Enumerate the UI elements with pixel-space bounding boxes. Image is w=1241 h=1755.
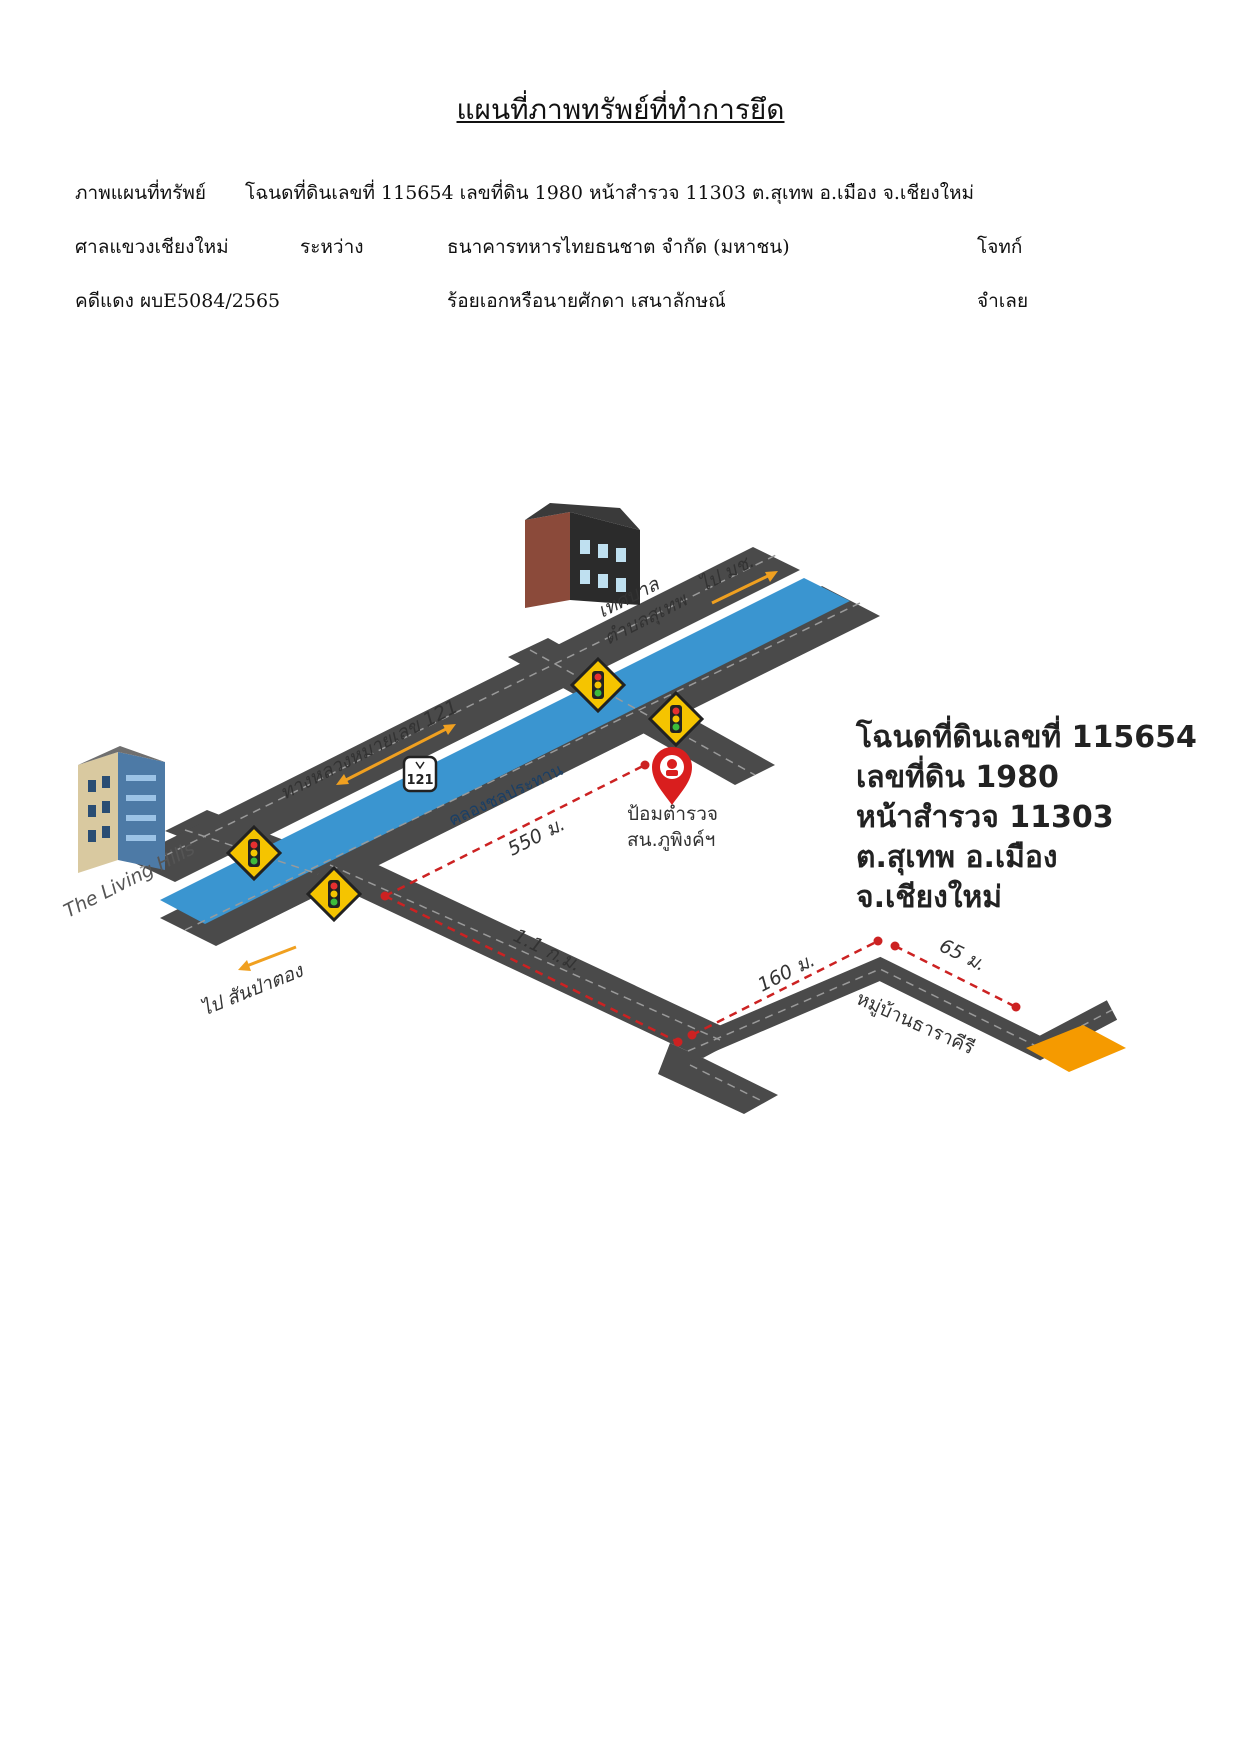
between-label: ระหว่าง xyxy=(300,236,364,258)
traffic-light-icon xyxy=(305,865,363,923)
road-network: คลองชลประทาน xyxy=(128,547,1118,1114)
property-detail: โฉนดที่ดินเลขที่ 115654 เลขที่ดิน 1980 ห… xyxy=(245,182,975,204)
document-title: แผนที่ภาพทรัพย์ที่ทำการยึด xyxy=(456,93,785,126)
municipality-building-icon xyxy=(525,503,640,608)
defendant-name: ร้อยเอกหรือนายศักดา เสนาลักษณ์ xyxy=(447,290,726,312)
label-police-line2: สน.ภูพิงค์ฯ xyxy=(627,829,715,851)
label-to-sanpatong: ไป สันป่าตอง xyxy=(197,958,307,1020)
plot-info-survey-page: หน้าสำรวจ 11303 xyxy=(856,800,1114,835)
route-shield-number: 121 xyxy=(406,773,433,788)
court-name: ศาลแขวงเชียงใหม่ xyxy=(75,236,229,258)
plaintiff-name: ธนาคารทหารไทยธนชาต จำกัด (มหาชน) xyxy=(447,236,790,258)
cross-road-lower xyxy=(298,847,744,1058)
police-pin-icon xyxy=(652,747,692,805)
traffic-light-icon xyxy=(647,690,705,748)
living-hills-building-icon xyxy=(78,746,165,873)
case-number: คดีแดง ผบE5084/2565 xyxy=(75,290,281,312)
highway-upper xyxy=(128,547,800,882)
direction-arrow-icon xyxy=(238,945,297,971)
route-path xyxy=(380,760,1021,1047)
direction-arrow-icon xyxy=(711,571,778,605)
canal xyxy=(160,578,850,924)
location-map: คลองชลประทาน xyxy=(0,500,1241,1140)
target-plot-marker xyxy=(1026,1025,1126,1072)
plot-info-province: จ.เชียงใหม่ xyxy=(856,880,1003,915)
plot-info-district: ต.สุเทพ อ.เมือง xyxy=(856,840,1058,875)
property-label: ภาพแผนที่ทรัพย์ xyxy=(75,182,206,204)
label-police-line1: ป้อมตำรวจ xyxy=(627,803,718,825)
route-shield-icon: 121 xyxy=(402,755,438,793)
plot-info-land-no: เลขที่ดิน 1980 xyxy=(856,760,1059,795)
plot-info-deed: โฉนดที่ดินเลขที่ 115654 xyxy=(856,720,1197,755)
plot-info-block: โฉนดที่ดินเลขที่ 115654 เลขที่ดิน 1980 ห… xyxy=(856,718,1197,918)
traffic-light-icon xyxy=(569,656,627,714)
defendant-role: จำเลย xyxy=(977,290,1029,312)
direction-arrow-icon xyxy=(336,724,456,785)
traffic-light-icon xyxy=(225,824,283,882)
plaintiff-role: โจทก์ xyxy=(977,236,1023,258)
label-distance-65: 65 ม. xyxy=(936,935,989,976)
